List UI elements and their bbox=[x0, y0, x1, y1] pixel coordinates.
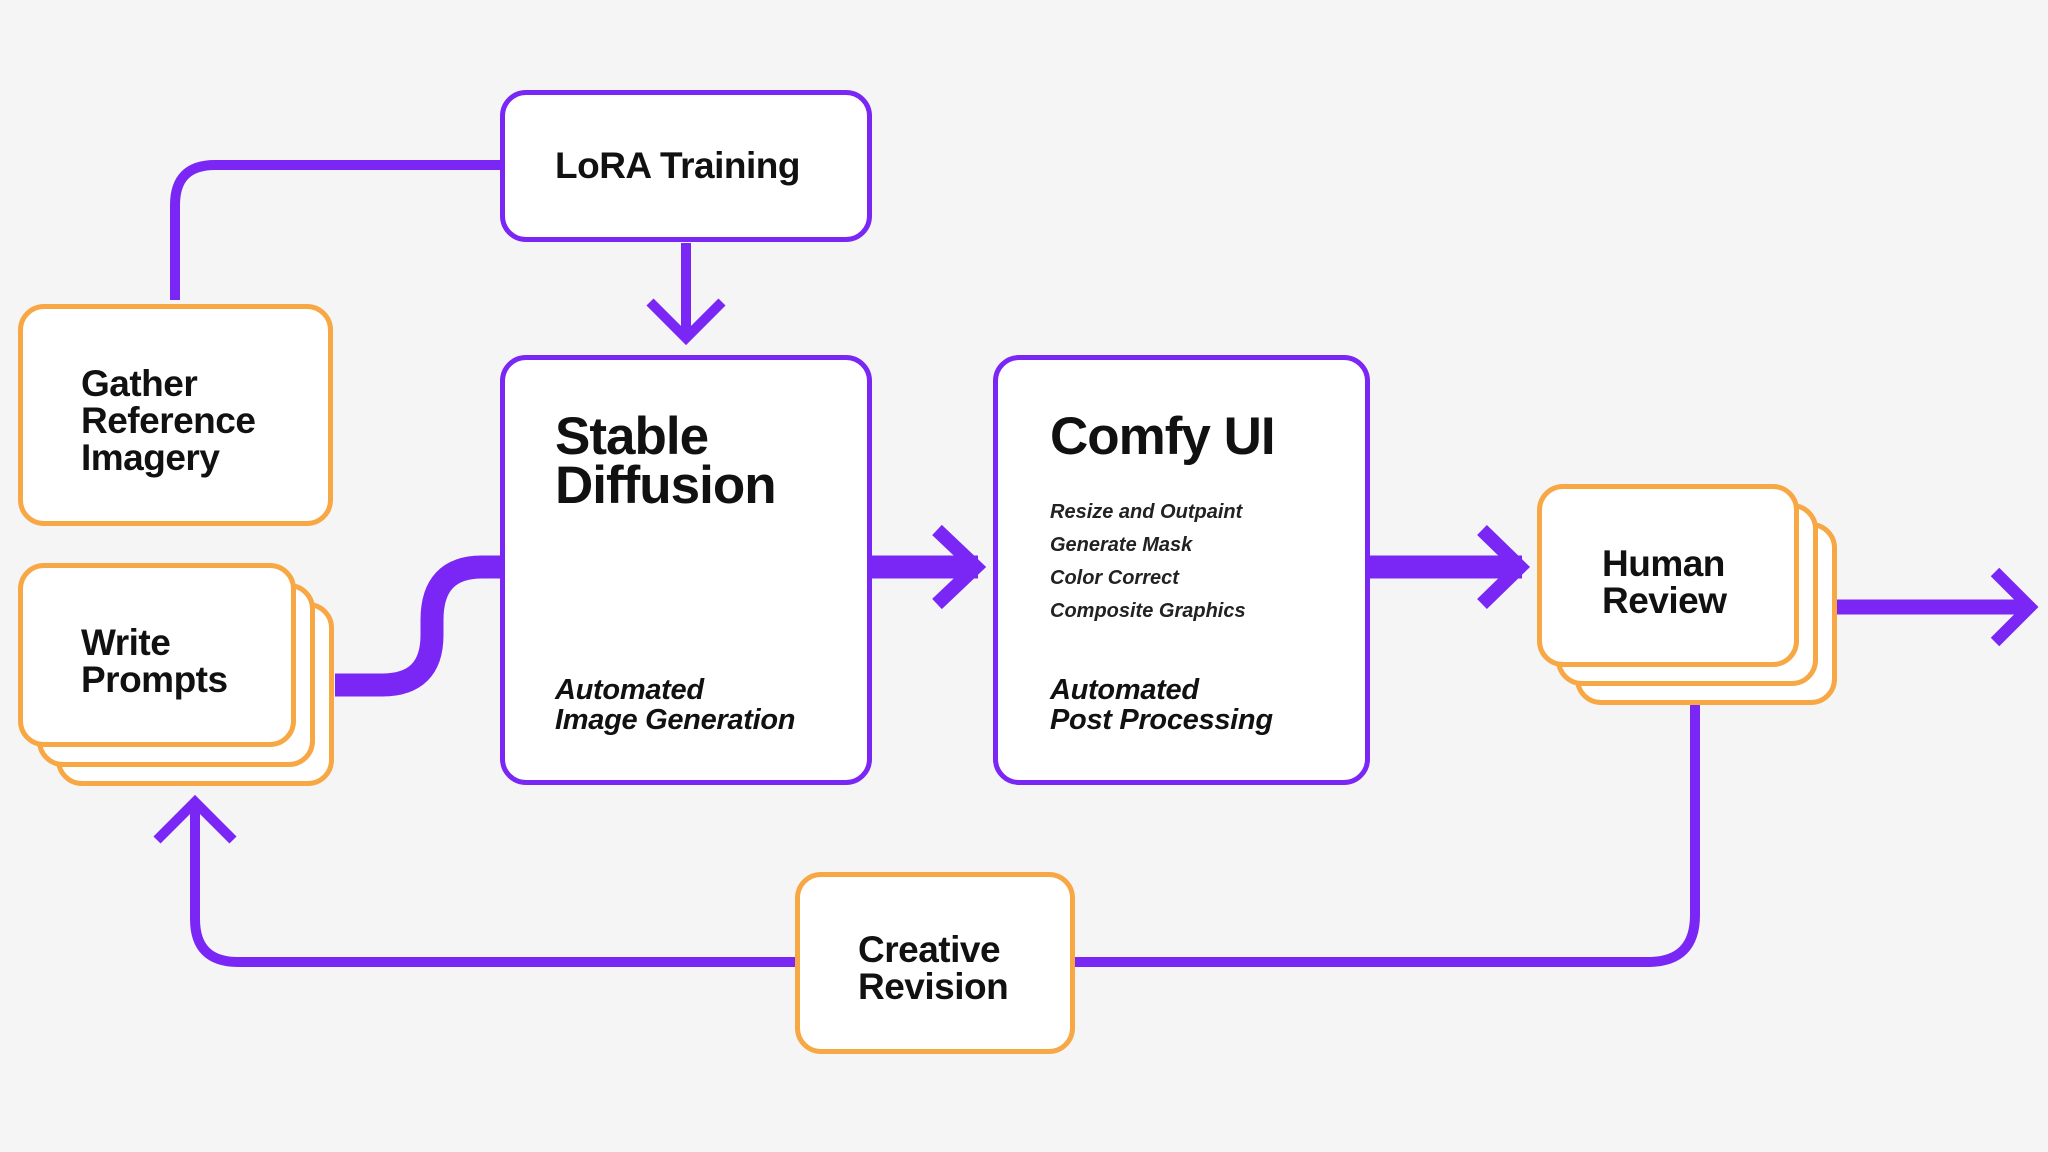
write-prompts-label: Write Prompts bbox=[81, 624, 228, 698]
connector-gather-to-lora bbox=[170, 160, 500, 300]
comfy-ui-step: Generate Mask bbox=[1050, 534, 1193, 556]
arrowhead-review-output bbox=[1990, 567, 2039, 647]
comfy-ui-caption-line-2: Post Processing bbox=[1050, 704, 1273, 736]
gather-label-line-2: Reference bbox=[81, 400, 256, 441]
stable-diffusion-title: Stable Diffusion bbox=[555, 407, 777, 515]
connector-prompts-to-diffusion bbox=[335, 555, 500, 697]
human-review-line-1: Human bbox=[1602, 543, 1725, 584]
connector-revision-to-prompts bbox=[190, 800, 795, 967]
comfy-ui-steps-list: Resize and Outpaint Generate Mask Color … bbox=[1050, 496, 1246, 628]
gather-label-line-3: Imagery bbox=[81, 437, 220, 478]
stable-diffusion-caption-line-2: Image Generation bbox=[555, 704, 796, 736]
creative-revision-line-1: Creative bbox=[858, 929, 1001, 970]
gather-reference-imagery-node: Gather Reference Imagery bbox=[18, 304, 333, 526]
comfy-ui-caption: Automated Post Processing bbox=[1050, 675, 1273, 735]
stable-diffusion-caption-line-1: Automated bbox=[555, 674, 704, 706]
gather-label-line-1: Gather bbox=[81, 363, 198, 404]
lora-training-label: LoRA Training bbox=[555, 145, 800, 186]
arrowhead-comfy-to-review bbox=[1477, 524, 1531, 610]
human-review-line-2: Review bbox=[1602, 580, 1727, 621]
stable-diffusion-node: Stable Diffusion Automated Image Generat… bbox=[500, 355, 872, 785]
write-prompts-line-1: Write bbox=[81, 622, 171, 663]
arrowhead-lora-to-diffusion bbox=[646, 298, 726, 346]
comfy-ui-node: Comfy UI Resize and Outpaint Generate Ma… bbox=[993, 355, 1370, 785]
comfy-ui-step: Composite Graphics bbox=[1050, 600, 1246, 622]
connector-review-to-revision bbox=[1075, 705, 1700, 967]
stable-diffusion-caption: Automated Image Generation bbox=[555, 675, 795, 735]
creative-revision-label: Creative Revision bbox=[858, 929, 1009, 1007]
comfy-ui-caption-line-1: Automated bbox=[1050, 674, 1199, 706]
creative-revision-line-2: Revision bbox=[858, 966, 1009, 1007]
write-prompts-node: Write Prompts bbox=[18, 563, 296, 747]
human-review-label: Human Review bbox=[1602, 545, 1727, 619]
comfy-ui-step: Resize and Outpaint bbox=[1050, 501, 1243, 523]
lora-training-node: LoRA Training bbox=[500, 90, 872, 242]
write-prompts-line-2: Prompts bbox=[81, 659, 228, 700]
arrowhead-revision-to-prompts bbox=[153, 794, 237, 844]
human-review-node: Human Review bbox=[1537, 484, 1799, 667]
arrowhead-diffusion-to-comfy bbox=[932, 524, 987, 610]
stable-diffusion-title-line-1: Stable bbox=[555, 407, 709, 466]
gather-reference-imagery-label: Gather Reference Imagery bbox=[81, 363, 256, 478]
comfy-ui-title: Comfy UI bbox=[1050, 407, 1276, 466]
stable-diffusion-title-line-2: Diffusion bbox=[555, 456, 777, 515]
comfy-ui-step: Color Correct bbox=[1050, 567, 1179, 589]
creative-revision-node: Creative Revision bbox=[795, 872, 1075, 1054]
